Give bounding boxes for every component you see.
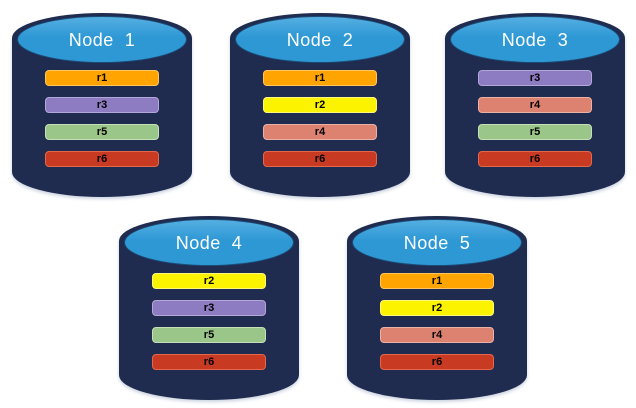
node-title: Node 1 [68,30,136,50]
replica-bar-list: r1 r3 r5 r6 [12,70,192,167]
replica-bar-label: r1 [96,71,108,84]
replica-bar: r4 [478,97,592,113]
replica-bar: r6 [45,151,159,167]
replica-bar-label: r3 [96,98,108,111]
node-1-cylinder: Node 1 r1 r3 r5 r6 [12,13,192,197]
replica-bar: r2 [380,300,494,316]
cylinder-top-cap: Node 5 [352,219,522,266]
cylinder-top-cap: Node 2 [235,16,405,63]
replica-bar-label: r4 [529,98,541,111]
replica-bar-label: r5 [203,328,215,341]
replica-bar: r3 [478,70,592,86]
replica-bar-label: r5 [529,125,541,138]
replica-bar: r5 [45,124,159,140]
node-title: Node 3 [501,30,569,50]
replica-bar: r4 [380,327,494,343]
replica-bar: r6 [478,151,592,167]
replica-bar-label: r6 [96,152,108,165]
replica-bar: r1 [380,273,494,289]
replica-bar: r6 [380,354,494,370]
replica-bar: r5 [478,124,592,140]
replica-bar-label: r2 [431,301,443,314]
replica-bar-label: r4 [314,125,326,138]
node-title: Node 2 [286,30,354,50]
replica-bar-list: r1 r2 r4 r6 [347,273,527,370]
replica-bar: r2 [152,273,266,289]
replica-bar: r3 [152,300,266,316]
cylinder-top-cap: Node 3 [450,16,620,63]
replica-bar-label: r1 [431,274,443,287]
replica-bar-label: r6 [203,355,215,368]
replica-bar-label: r6 [529,152,541,165]
replica-bar: r5 [152,327,266,343]
replica-bar: r3 [45,97,159,113]
node-4-cylinder: Node 4 r2 r3 r5 r6 [119,216,299,400]
replica-bar: r1 [263,70,377,86]
replica-bar-list: r1 r2 r4 r6 [230,70,410,167]
replica-bar: r6 [263,151,377,167]
replica-bar: r6 [152,354,266,370]
replica-bar-list: r2 r3 r5 r6 [119,273,299,370]
replica-bar-label: r6 [431,355,443,368]
replica-bar-label: r3 [529,71,541,84]
replica-bar-list: r3 r4 r5 r6 [445,70,625,167]
cylinder-top-cap: Node 4 [124,219,294,266]
replica-bar-label: r1 [314,71,326,84]
replica-bar-label: r3 [203,301,215,314]
replica-bar-label: r4 [431,328,443,341]
replica-bar: r4 [263,124,377,140]
node-3-cylinder: Node 3 r3 r4 r5 r6 [445,13,625,197]
node-5-cylinder: Node 5 r1 r2 r4 r6 [347,216,527,400]
cylinder-top-cap: Node 1 [17,16,187,63]
node-2-cylinder: Node 2 r1 r2 r4 r6 [230,13,410,197]
replica-bar: r2 [263,97,377,113]
replica-bar-label: r2 [203,274,215,287]
node-title: Node 5 [403,233,471,253]
node-title: Node 4 [175,233,243,253]
replica-bar-label: r5 [96,125,108,138]
replica-bar-label: r2 [314,98,326,111]
replica-bar: r1 [45,70,159,86]
replica-bar-label: r6 [314,152,326,165]
